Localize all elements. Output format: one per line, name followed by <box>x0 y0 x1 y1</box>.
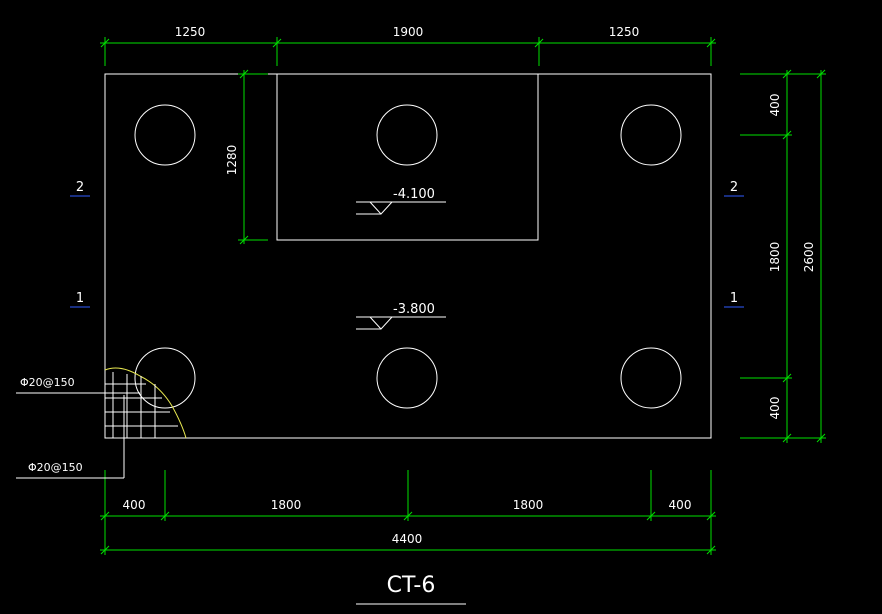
rebar-detail: Φ20@150 Φ20@150 <box>16 367 187 479</box>
dimension-text: 1250 <box>175 25 206 39</box>
pile-circle <box>620 104 682 166</box>
rebar-label: Φ20@150 <box>28 461 83 474</box>
elevation-text: -4.100 <box>393 187 435 202</box>
dimension-text: 1280 <box>225 145 239 176</box>
rebar-label: Φ20@150 <box>20 376 75 389</box>
top-dimension-chain: 1250 1900 1250 <box>100 25 716 66</box>
dimension-text: 400 <box>123 498 146 512</box>
dimension-text: 1250 <box>609 25 640 39</box>
pile-circle <box>134 104 196 166</box>
elevation-marker-cap: -3.800 <box>356 302 446 330</box>
axis-label: 1 <box>730 291 738 306</box>
pile-circle <box>376 104 438 166</box>
axis-label: 1 <box>76 291 84 306</box>
piles <box>134 104 682 409</box>
pile-circle <box>620 347 682 409</box>
dimension-text: 400 <box>669 498 692 512</box>
title-text: CT-6 <box>387 573 436 598</box>
axis-label: 2 <box>730 180 738 195</box>
bottom-dimension-chain: 400 1800 1800 400 4400 <box>100 470 716 555</box>
rebar-break-line <box>104 367 187 439</box>
dimension-text: 1900 <box>393 25 424 39</box>
dimension-text: 400 <box>768 397 782 420</box>
right-dimension-chain: 400 1800 400 2600 <box>740 69 826 443</box>
axis-label: 2 <box>76 180 84 195</box>
dimension-text: 4400 <box>392 532 423 546</box>
dimension-text: 1800 <box>271 498 302 512</box>
dimension-text: 400 <box>768 94 782 117</box>
pile-circle <box>376 347 438 409</box>
pit-outline <box>276 74 539 241</box>
dimension-text: 2600 <box>802 242 816 273</box>
elevation-marker-pit: -4.100 <box>356 187 446 215</box>
pile-circle <box>134 347 196 409</box>
dimension-text: 1800 <box>513 498 544 512</box>
pile-cap-outline <box>104 73 712 439</box>
dimension-text: 1800 <box>768 242 782 273</box>
axis-markers: 2 1 2 1 <box>70 180 744 308</box>
drawing-title: CT-6 <box>356 573 466 605</box>
pit-depth-dimension: 1280 <box>225 69 268 245</box>
elevation-text: -3.800 <box>393 302 435 317</box>
